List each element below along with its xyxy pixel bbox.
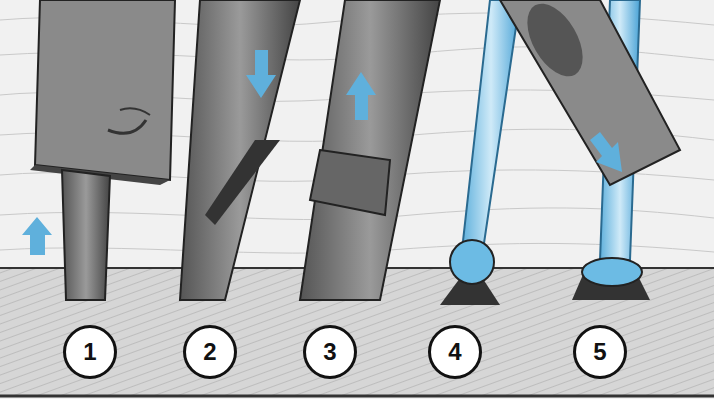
callout-number: 2: [203, 340, 216, 364]
callout-circle: 1: [63, 325, 117, 379]
callout-number: 5: [593, 340, 606, 364]
callout-number: 4: [448, 340, 461, 364]
callout-number: 1: [83, 340, 96, 364]
callout-circle: 3: [303, 325, 357, 379]
callout-circle: 5: [573, 325, 627, 379]
callout-circle: 4: [428, 325, 482, 379]
callout-number: 3: [323, 340, 336, 364]
callout-circle: 2: [183, 325, 237, 379]
